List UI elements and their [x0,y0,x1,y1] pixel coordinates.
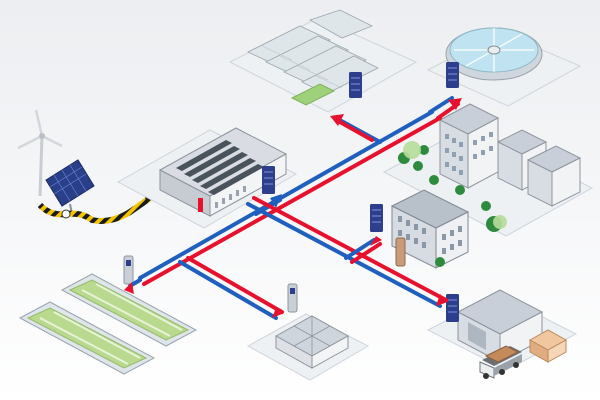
power-cable [37,195,152,224]
warehouse-heat-exchanger [446,294,459,322]
hot-pipe [142,116,442,286]
water-treatment-plant [426,27,582,107]
residential-substation [395,237,406,267]
cargo-boxes [528,329,568,363]
residential-district [370,103,594,269]
apartment-buildings-icon [438,103,582,207]
data-center [116,127,298,229]
pumping-station [246,283,370,381]
wastewater-basins [18,255,198,375]
wind-turbine [17,109,63,197]
residential-heat-exchanger [370,204,383,232]
datacenter-heat-exchanger [262,166,275,194]
office-building-icon [390,189,470,269]
treatment-heat-exchanger [446,62,459,88]
wind-turbine-icon [38,135,44,197]
flow-arrows [124,98,462,318]
cold-pipe [138,110,434,280]
delivery-truck [479,345,522,379]
solar-panel [45,159,95,215]
greenhouses [228,9,418,113]
greenhouse-heat-exchanger [349,72,362,98]
greenhouse-garden [290,83,336,106]
